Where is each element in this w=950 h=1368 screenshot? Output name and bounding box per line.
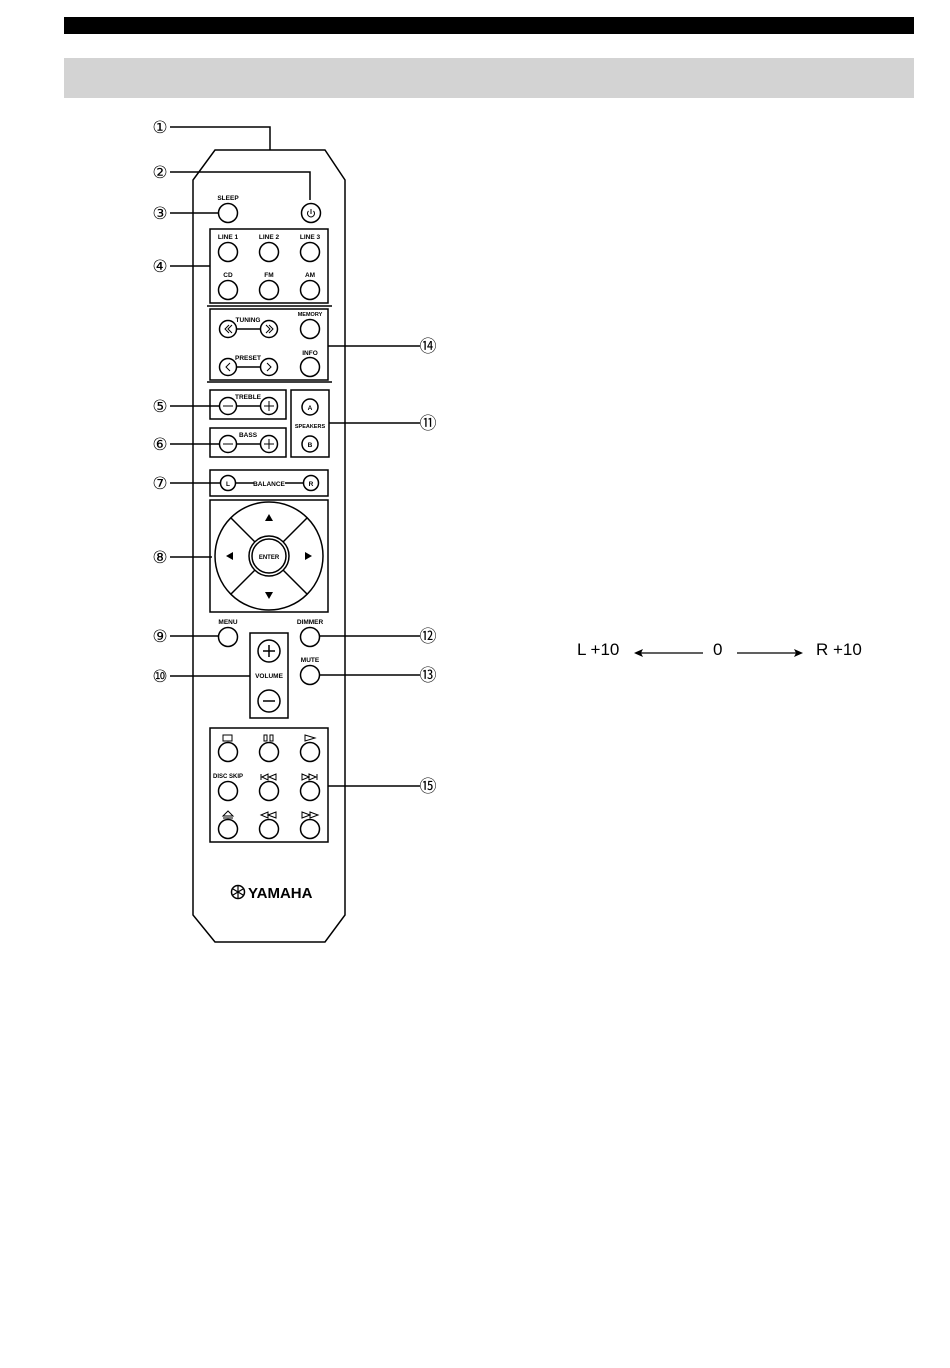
- memory-button[interactable]: [301, 320, 320, 339]
- callout-1: ①: [152, 118, 167, 137]
- double-chevron-left-icon: [225, 325, 232, 333]
- callout-3: ③: [152, 204, 167, 223]
- brand-label: YAMAHA: [248, 885, 313, 902]
- arrow-right-icon: [305, 552, 312, 560]
- forward-button[interactable]: [301, 820, 320, 839]
- plus-icon: [264, 401, 274, 411]
- line1-label: LINE 1: [218, 234, 239, 241]
- pause-icon: [264, 735, 273, 741]
- menu-label: MENU: [218, 619, 237, 626]
- line2-button[interactable]: [260, 243, 279, 262]
- plus-icon: [264, 439, 274, 449]
- treble-label: TREBLE: [235, 394, 262, 401]
- callout-6: ⑥: [152, 435, 167, 454]
- balance-r-label: R: [309, 481, 314, 488]
- info-label: INFO: [302, 350, 318, 357]
- power-icon: [308, 209, 315, 217]
- tuning-label: TUNING: [236, 317, 261, 324]
- mute-label: MUTE: [301, 657, 320, 664]
- arrow-down-icon: [265, 592, 273, 599]
- sleep-label: SLEEP: [217, 195, 239, 202]
- callout-12: ⑫: [420, 627, 437, 646]
- preset-down-button[interactable]: [220, 359, 237, 376]
- arrow-up-icon: [265, 514, 273, 521]
- am-label: AM: [305, 272, 315, 279]
- speaker-b-label: B: [308, 442, 313, 449]
- dimmer-button[interactable]: [301, 628, 320, 647]
- cd-label: CD: [223, 272, 233, 279]
- play-button[interactable]: [301, 743, 320, 762]
- fm-button[interactable]: [260, 281, 279, 300]
- pause-button[interactable]: [260, 743, 279, 762]
- info-button[interactable]: [301, 358, 320, 377]
- speakers-label: SPEAKERS: [295, 424, 326, 430]
- balance-scale: L +10 0 R +10: [560, 640, 890, 666]
- skip-forward-icon: [302, 774, 317, 780]
- callout-2: ②: [152, 163, 167, 182]
- line1-button[interactable]: [219, 243, 238, 262]
- disc-skip-label: DISC SKIP: [213, 774, 243, 780]
- line2-label: LINE 2: [259, 234, 280, 241]
- skip-back-icon: [261, 774, 276, 780]
- next-button[interactable]: [301, 782, 320, 801]
- prev-button[interactable]: [260, 782, 279, 801]
- callout-14: ⑭: [420, 337, 437, 356]
- volume-label: VOLUME: [255, 673, 283, 680]
- stop-icon: [223, 735, 232, 741]
- tuning-up-button[interactable]: [261, 321, 278, 338]
- balance-label: BALANCE: [253, 481, 285, 488]
- balance-l-label: L: [226, 481, 230, 488]
- balance-right-value: R +10: [816, 640, 862, 660]
- plus-icon: [263, 645, 275, 657]
- am-button[interactable]: [301, 281, 320, 300]
- callout-9: ⑨: [152, 627, 167, 646]
- arrow-left-icon: [226, 552, 233, 560]
- line3-button[interactable]: [301, 243, 320, 262]
- stop-button[interactable]: [219, 743, 238, 762]
- line3-label: LINE 3: [300, 234, 321, 241]
- yamaha-logo: YAMAHA: [232, 885, 313, 902]
- chevron-right-icon: [267, 363, 271, 371]
- chevron-left-icon: [226, 363, 230, 371]
- play-icon: [305, 735, 315, 741]
- enter-label: ENTER: [259, 555, 280, 561]
- disc-skip-button[interactable]: [219, 782, 238, 801]
- eject-button[interactable]: [219, 820, 238, 839]
- callout-5: ⑤: [152, 397, 167, 416]
- cd-button[interactable]: [219, 281, 238, 300]
- transport-panel: [210, 728, 328, 842]
- fast-forward-icon: [302, 812, 318, 818]
- balance-left-value: L +10: [577, 640, 619, 660]
- rewind-icon: [261, 812, 276, 818]
- eject-icon: [223, 811, 233, 818]
- fm-label: FM: [264, 272, 273, 279]
- balance-center-value: 0: [713, 640, 722, 660]
- mute-button[interactable]: [301, 666, 320, 685]
- bass-label: BASS: [239, 432, 258, 439]
- preset-up-button[interactable]: [261, 359, 278, 376]
- callout-11: ⑪: [420, 414, 437, 433]
- callout-8: ⑧: [152, 548, 167, 567]
- menu-button[interactable]: [219, 628, 238, 647]
- callout-15: ⑮: [420, 777, 437, 796]
- rewind-button[interactable]: [260, 820, 279, 839]
- preset-label: PRESET: [235, 355, 261, 362]
- sleep-button[interactable]: [219, 204, 238, 223]
- callout-7: ⑦: [152, 474, 167, 493]
- callout-4: ④: [152, 257, 167, 276]
- memory-label: MEMORY: [298, 312, 323, 318]
- speaker-a-label: A: [308, 405, 313, 412]
- callout-10: ⑩: [152, 667, 167, 686]
- double-chevron-right-icon: [266, 325, 273, 333]
- callout-13: ⑬: [420, 666, 437, 685]
- dimmer-label: DIMMER: [297, 619, 324, 626]
